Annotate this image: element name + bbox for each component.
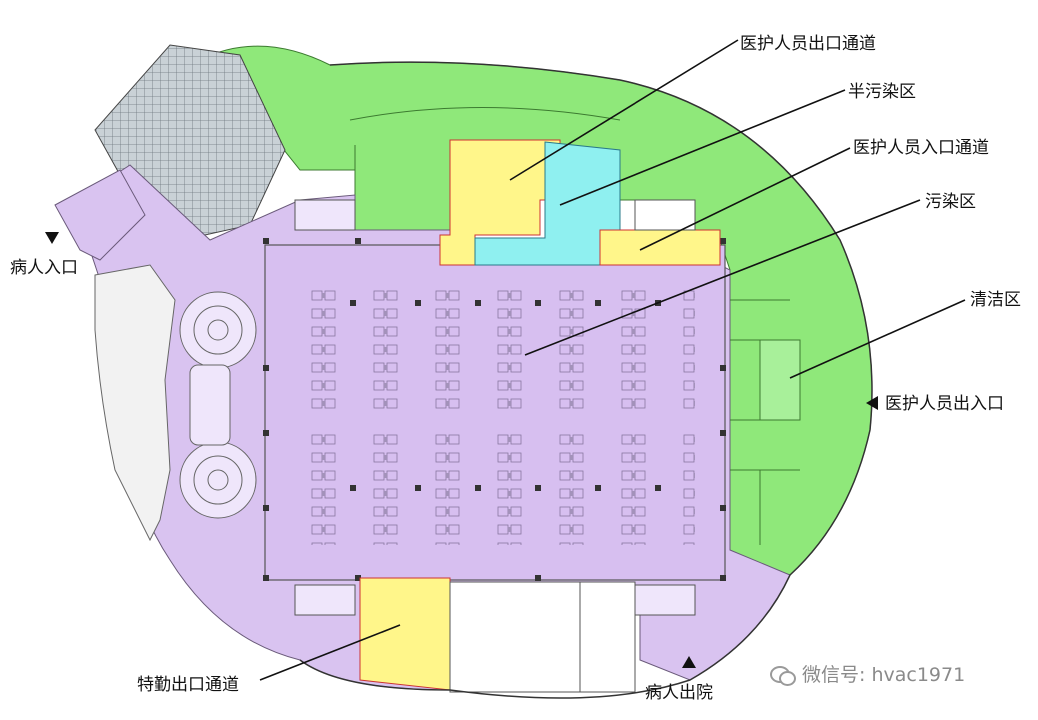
outer-wall <box>299 61 873 699</box>
staff-entrance-exit-label: 医护人员出入口 <box>885 394 1004 414</box>
staff-entry-passage-label: 医护人员入口通道 <box>853 138 989 158</box>
columns <box>263 238 726 581</box>
clean-zone-label: 清洁区 <box>970 290 1021 310</box>
stairwell-bottom-left <box>294 584 356 616</box>
bed-area-lower <box>295 430 695 545</box>
stairwell-bottom-right <box>634 584 696 616</box>
clean-zone-room-right <box>759 339 801 421</box>
spiral-stair-upper <box>179 291 257 369</box>
special-duty-exit-passage <box>359 577 451 691</box>
stairwell-top-right <box>634 199 696 231</box>
watermark-text: 微信号: hvac1971 <box>802 664 966 686</box>
patient-discharge-arrow-icon <box>682 656 696 668</box>
contaminated-zone-label: 污染区 <box>925 192 976 212</box>
bottom-service-area <box>449 581 581 693</box>
staff-exit-passage-label: 医护人员出口通道 <box>740 34 876 54</box>
staff-entrance-arrow-icon <box>866 396 878 410</box>
leader-lines <box>259 39 966 681</box>
bed-area-upper <box>295 285 695 415</box>
patient-discharge-label: 病人出院 <box>645 683 713 703</box>
special-duty-exit-passage-label: 特勤出口通道 <box>137 675 239 695</box>
stairwell-top-left <box>294 199 356 231</box>
semi-contaminated-zone-label: 半污染区 <box>848 82 916 102</box>
patient-entrance-wing <box>54 169 146 261</box>
staff-entry-passage <box>599 229 721 266</box>
wechat-icon <box>770 664 796 686</box>
left-annex <box>94 264 176 542</box>
watermark: 微信号: hvac1971 <box>770 660 965 687</box>
spiral-stair-lower <box>179 441 257 519</box>
patient-entrance-label: 病人入口 <box>10 258 78 278</box>
patient-entrance-arrow-icon <box>45 232 59 244</box>
